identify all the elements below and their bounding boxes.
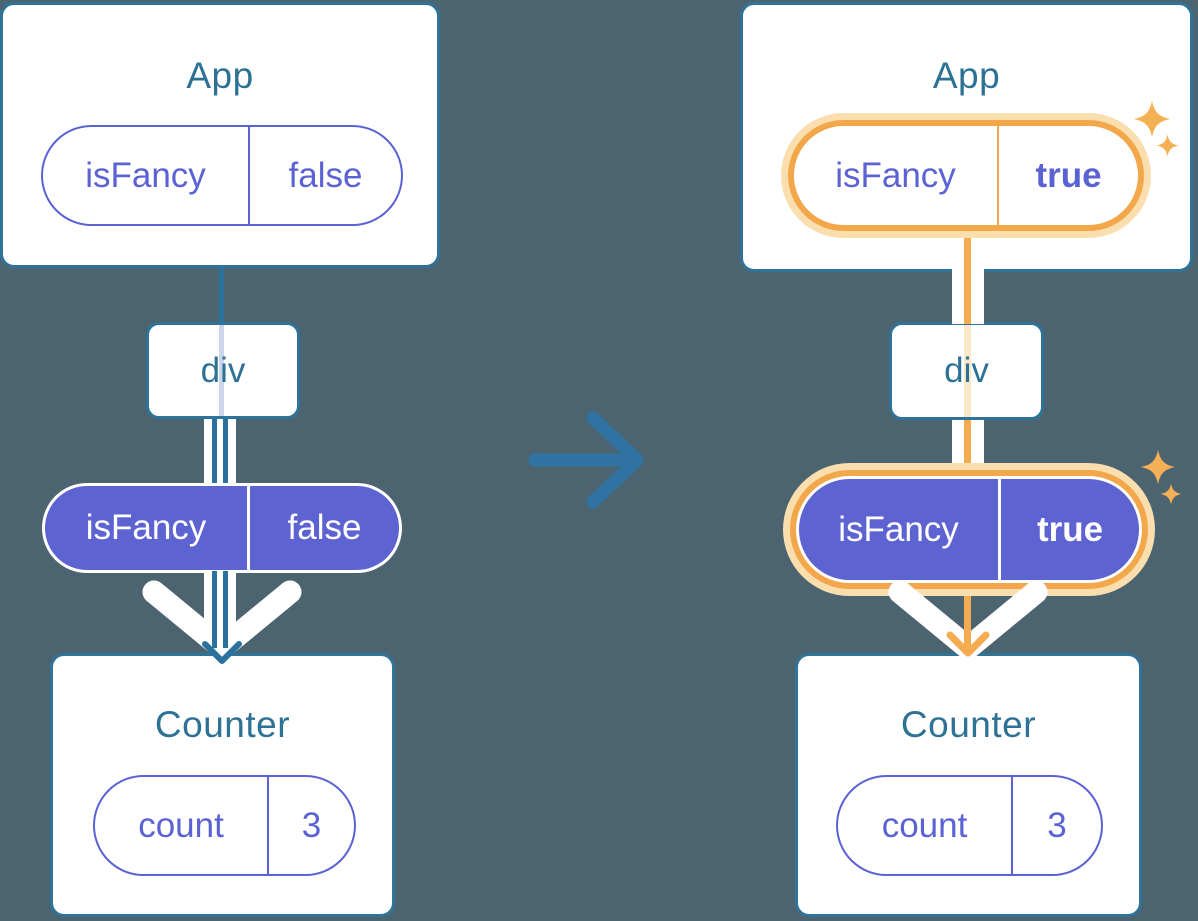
sparkle-icon <box>1133 100 1171 138</box>
div-label: div <box>944 351 989 390</box>
prop-pill-after: isFancy true <box>796 476 1142 583</box>
arrowhead-orange-icon <box>944 630 992 664</box>
prop-line-right-upper <box>223 419 228 485</box>
app-title-text: App <box>186 55 254 96</box>
state-key-cell: isFancy <box>835 155 956 195</box>
transition-arrow-icon <box>525 405 650 515</box>
counter-state-pill-after: count 3 <box>836 775 1103 876</box>
prop-stripe-before-lower <box>204 571 236 641</box>
div-label: div <box>200 350 246 390</box>
sparkle-icon-small <box>1156 134 1179 157</box>
white-chevron-icon <box>140 578 304 672</box>
counter-title: Counter <box>798 698 1139 752</box>
state-value-cell: 3 <box>1047 805 1067 845</box>
highlight-line-app-to-div <box>964 237 971 324</box>
counter-card-before: Counter count 3 <box>50 653 395 917</box>
counter-title-text: Counter <box>154 704 291 745</box>
prop-value-cell: false <box>287 508 362 547</box>
white-chevron-icon <box>886 578 1050 672</box>
state-value-cell: 3 <box>301 805 322 845</box>
app-title-text: App <box>932 55 1001 96</box>
div-card-before: div <box>146 322 300 419</box>
app-title: App <box>3 49 437 103</box>
prop-key-cell: isFancy <box>85 508 207 547</box>
state-key-cell: isFancy <box>85 155 206 195</box>
state-key-cell: count <box>881 805 968 845</box>
prop-stripe-before-upper <box>204 419 236 485</box>
state-value-cell: true <box>1035 155 1102 195</box>
prop-pill-before: isFancy false <box>42 483 402 573</box>
prop-line-right-lower <box>223 571 228 648</box>
state-key-cell: count <box>138 805 224 845</box>
prop-line-left-lower <box>212 571 217 648</box>
pill-divider <box>997 126 999 225</box>
pass-through-line-faded <box>219 325 224 416</box>
pill-divider <box>267 777 269 874</box>
counter-title: Counter <box>53 698 392 752</box>
state-value-cell: false <box>288 155 363 195</box>
app-state-pill-after: isFancy true <box>788 120 1144 231</box>
sparkle-icon <box>1140 449 1176 485</box>
pill-divider <box>248 127 250 224</box>
pill-divider <box>1011 777 1013 874</box>
prop-value-cell: true <box>1036 509 1104 549</box>
pass-through-line-faded <box>964 325 971 417</box>
connector-app-to-div-before <box>219 266 224 324</box>
app-state-pill-before: isFancy false <box>41 125 403 226</box>
counter-title-text: Counter <box>900 704 1037 745</box>
pill-divider <box>247 486 250 570</box>
prop-line-left-upper <box>212 419 217 485</box>
highlight-line-div-to-pill <box>964 420 971 470</box>
arrowhead-teal-icon <box>200 640 244 672</box>
sparkle-icon-small <box>1160 483 1182 505</box>
app-title: App <box>743 49 1190 103</box>
div-card-after: div <box>889 322 1044 420</box>
counter-state-pill-before: count 3 <box>93 775 356 876</box>
prop-key-cell: isFancy <box>838 509 959 549</box>
highlight-line-pill-to-counter <box>964 596 971 648</box>
pill-divider <box>998 479 1001 580</box>
counter-card-after: Counter count 3 <box>795 653 1142 917</box>
